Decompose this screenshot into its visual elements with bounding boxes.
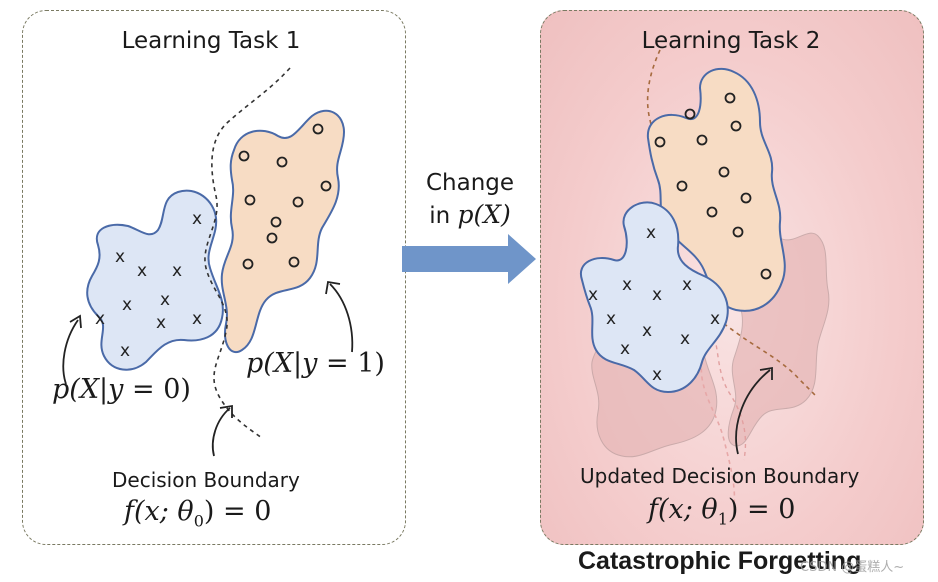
watermark-text: CSDN @蛋糕人~ xyxy=(800,560,905,575)
o-marker xyxy=(242,258,254,270)
class0-pointer-arrow xyxy=(62,319,79,385)
x-marker: x xyxy=(156,313,166,333)
faint-boundary-continuation xyxy=(711,329,747,461)
o-marker xyxy=(760,268,772,280)
updated-boundary-pointer-arrowhead xyxy=(759,366,773,380)
x-marker: x xyxy=(710,309,720,329)
class1-markers-task1 xyxy=(238,123,332,270)
class0-region-task2 xyxy=(579,201,729,394)
class1-markers-task2 xyxy=(654,92,772,280)
updated-decision-boundary xyxy=(646,49,817,397)
x-marker: x xyxy=(606,309,616,329)
class0-distribution-label: p(X|y = 0) xyxy=(52,374,191,405)
x-marker: x xyxy=(137,261,147,281)
o-marker xyxy=(706,206,718,218)
class1-region-task1 xyxy=(220,109,346,353)
o-marker xyxy=(312,123,324,135)
x-marker: x xyxy=(682,275,692,295)
o-marker xyxy=(270,216,282,228)
x-marker: x xyxy=(642,321,652,341)
x-marker: x xyxy=(620,339,630,359)
class0-pointer-arrowhead xyxy=(69,314,82,329)
x-marker: x xyxy=(680,329,690,349)
in-px-text: in p(X) xyxy=(429,200,511,229)
x-marker: x xyxy=(120,341,130,361)
catastrophic-forgetting-caption: Catastrophic Forgetting xyxy=(578,547,862,575)
x-marker: x xyxy=(95,309,105,329)
decision-boundary-task1 xyxy=(204,67,291,439)
x-marker: x xyxy=(622,275,632,295)
o-marker xyxy=(684,108,696,120)
x-marker: x xyxy=(652,285,662,305)
o-marker xyxy=(320,180,332,192)
change-in-distribution-label: Change in p(X) xyxy=(404,170,536,229)
o-marker xyxy=(266,232,278,244)
x-marker: x xyxy=(172,261,182,281)
boundary-pointer-arrow xyxy=(211,407,231,457)
task1-title: Learning Task 1 xyxy=(121,28,301,54)
o-marker xyxy=(730,120,742,132)
o-marker xyxy=(292,196,304,208)
boundary-pointer-arrowhead xyxy=(219,404,233,418)
decision-boundary-label: Decision Boundary xyxy=(112,468,300,492)
o-marker xyxy=(238,150,250,162)
class1-pointer-arrow xyxy=(329,283,354,353)
o-marker xyxy=(718,166,730,178)
o-marker xyxy=(732,226,744,238)
updated-boundary-pointer-arrow xyxy=(735,369,771,455)
o-marker xyxy=(676,180,688,192)
x-marker: x xyxy=(122,295,132,315)
o-marker xyxy=(276,156,288,168)
o-marker xyxy=(654,136,666,148)
updated-decision-boundary-label: Updated Decision Boundary xyxy=(580,464,860,488)
class1-pointer-arrowhead xyxy=(325,280,341,295)
x-marker: x xyxy=(160,290,170,310)
o-marker xyxy=(288,256,300,268)
updated-decision-boundary-formula: f(x; θ1) = 0 xyxy=(648,494,796,529)
o-marker xyxy=(740,192,752,204)
x-marker: x xyxy=(652,365,662,385)
class0-region-task1 xyxy=(86,189,224,371)
x-marker: x xyxy=(115,247,125,267)
change-text: Change xyxy=(425,170,515,196)
class1-distribution-label: p(X|y = 1) xyxy=(246,348,385,379)
decision-boundary-formula: f(x; θ0) = 0 xyxy=(124,496,272,531)
o-marker xyxy=(696,134,708,146)
o-marker xyxy=(724,92,736,104)
class0-markers-task2: x x x x x x x x x x x xyxy=(588,223,720,385)
task2-title: Learning Task 2 xyxy=(641,28,821,54)
x-marker: x xyxy=(192,209,202,229)
x-marker: x xyxy=(588,285,598,305)
class0-markers-task1: x x x x x x x x x x xyxy=(95,209,202,361)
x-marker: x xyxy=(192,309,202,329)
x-marker: x xyxy=(646,223,656,243)
change-arrow-shape xyxy=(402,234,536,284)
o-marker xyxy=(244,194,256,206)
